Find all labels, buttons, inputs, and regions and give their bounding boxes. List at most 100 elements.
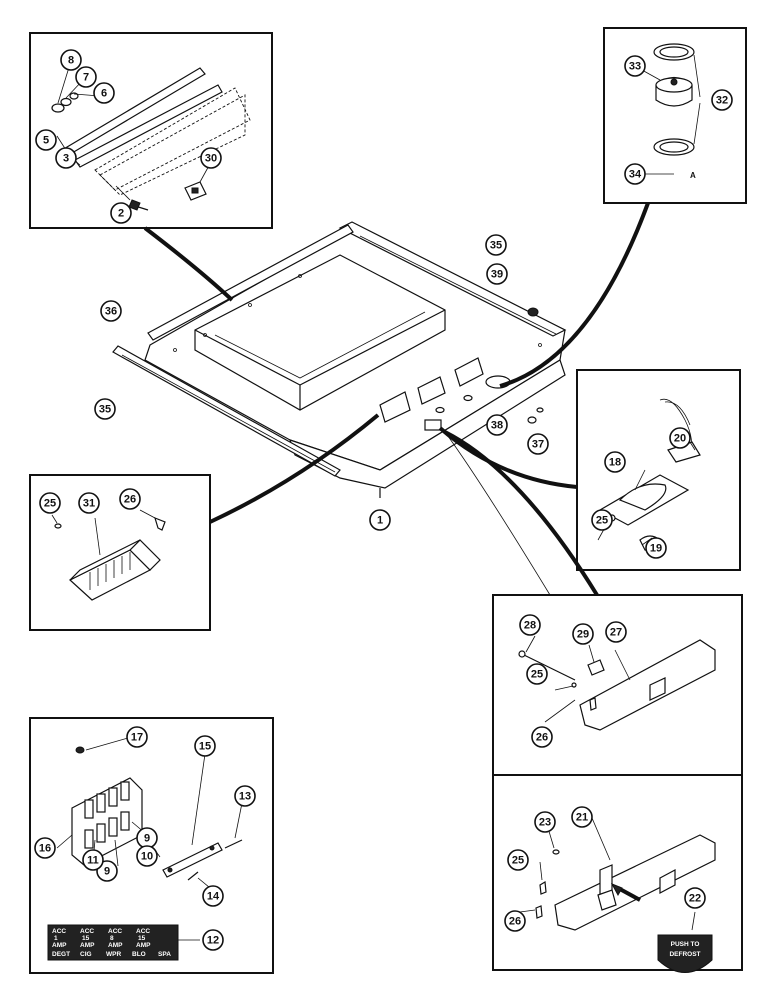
callout-number: 35 — [99, 404, 111, 416]
callout-number: 9 — [104, 866, 110, 878]
callout-circle — [534, 811, 556, 833]
callout-number: 38 — [491, 420, 503, 432]
callout-number: 16 — [39, 843, 51, 855]
callout-circle — [35, 129, 57, 151]
decal-r4c1: DEGT — [52, 951, 70, 958]
callout-circle — [504, 910, 526, 932]
callout-27: 27 — [605, 621, 627, 643]
detail-letter: A — [690, 171, 696, 180]
callout-19: 19 — [645, 537, 667, 559]
callout-number: 10 — [141, 851, 153, 863]
callout-28: 28 — [519, 614, 541, 636]
callout-number: 23 — [539, 817, 551, 829]
decal-r4c4: BLO — [132, 951, 146, 958]
callout-number: 20 — [674, 433, 686, 445]
callout-circle — [519, 614, 541, 636]
callout-number: 34 — [629, 169, 642, 181]
callout-7: 7 — [75, 66, 97, 88]
callout-circle — [605, 621, 627, 643]
defrost-label-line2: DEFROST — [669, 951, 700, 958]
callout-circle — [486, 263, 508, 285]
callout-circle — [485, 234, 507, 256]
callout-circle — [39, 492, 61, 514]
callout-36: 36 — [100, 300, 122, 322]
callout-circle — [645, 537, 667, 559]
callout-number: 31 — [83, 498, 95, 510]
callout-number: 29 — [577, 629, 589, 641]
callout-25: 25 — [39, 492, 61, 514]
callout-26: 26 — [119, 488, 141, 510]
callout-15: 15 — [194, 735, 216, 757]
callout-number: 25 — [44, 498, 56, 510]
callout-number: 32 — [716, 95, 728, 107]
detail-box-right-middle — [576, 369, 741, 571]
callout-number: 7 — [83, 72, 89, 84]
callout-number: 25 — [512, 855, 524, 867]
callout-circle — [572, 623, 594, 645]
callout-number: 26 — [509, 916, 521, 928]
callout-circle — [369, 509, 391, 531]
callout-circle — [55, 147, 77, 169]
callout-circle — [136, 845, 158, 867]
callout-circle — [34, 837, 56, 859]
callout-number: 22 — [689, 893, 701, 905]
callout-circle — [119, 488, 141, 510]
callout-circle — [78, 492, 100, 514]
decal-r2c1: 1 — [54, 935, 58, 942]
callout-circle — [624, 55, 646, 77]
callout-circle — [486, 414, 508, 436]
callout-circle — [531, 726, 553, 748]
callout-18: 18 — [604, 451, 626, 473]
callout-group: 1235678991011121314151617181920212223252… — [34, 49, 733, 951]
main-panel-assembly — [112, 221, 567, 498]
callout-circle — [126, 726, 148, 748]
callout-26: 26 — [504, 910, 526, 932]
callout-22: 22 — [684, 887, 706, 909]
callout-38: 38 — [486, 414, 508, 436]
callout-number: 25 — [596, 515, 608, 527]
callout-34: 34 — [624, 163, 646, 185]
decal-r1c1: ACC — [52, 928, 66, 935]
callout-number: 37 — [532, 439, 544, 451]
fuse-decal: ACC ACC ACC ACC 1 15 8 15 AMP AMP AMP AM… — [52, 928, 171, 958]
callout-number: 3 — [63, 153, 69, 165]
callout-circle — [202, 885, 224, 907]
callout-circle — [507, 849, 529, 871]
callout-number: 36 — [105, 306, 117, 318]
defrost-label-line1: PUSH TO — [671, 941, 700, 948]
callout-circle — [202, 929, 224, 951]
callout-circle — [100, 300, 122, 322]
callout-11: 11 — [82, 849, 104, 871]
decal-r3c4: AMP — [136, 942, 151, 949]
callout-8: 8 — [60, 49, 82, 71]
callout-25: 25 — [591, 509, 613, 531]
callout-circle — [94, 398, 116, 420]
callout-number: 21 — [576, 812, 588, 824]
callout-3: 3 — [55, 147, 77, 169]
callout-number: 11 — [87, 855, 99, 867]
callout-20: 20 — [669, 427, 691, 449]
callout-number: 35 — [490, 240, 502, 252]
callout-number: 15 — [199, 741, 211, 753]
callout-circle — [234, 785, 256, 807]
callout-circle — [75, 66, 97, 88]
callout-26: 26 — [531, 726, 553, 748]
decal-r1c2: ACC — [80, 928, 94, 935]
detail-box-right-bottom: PUSH TO DEFROST — [492, 774, 743, 973]
callout-number: 6 — [101, 88, 107, 100]
callout-number: 33 — [629, 61, 641, 73]
callout-circle — [669, 427, 691, 449]
decal-r2c3: 8 — [110, 935, 114, 942]
decal-r2c4: 15 — [138, 935, 146, 942]
callout-25: 25 — [526, 663, 548, 685]
callout-21: 21 — [571, 806, 593, 828]
callout-number: 26 — [124, 494, 136, 506]
callout-circle — [60, 49, 82, 71]
callout-circle — [711, 89, 733, 111]
callout-14: 14 — [202, 885, 224, 907]
callout-number: 26 — [536, 732, 548, 744]
callout-9: 9 — [96, 860, 118, 882]
callout-number: 25 — [531, 669, 543, 681]
callout-circle — [110, 202, 132, 224]
